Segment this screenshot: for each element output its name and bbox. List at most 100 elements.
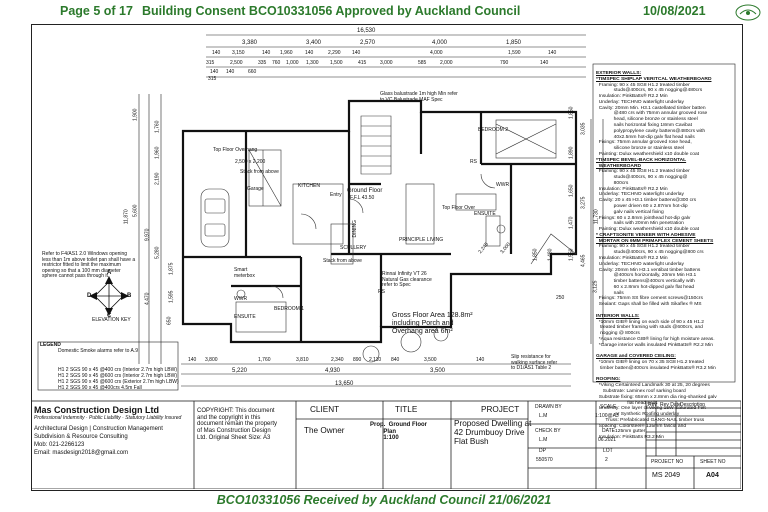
- dim-bottom-overall: 13,650: [335, 381, 354, 387]
- spec-line: treated timber framing with studs @600cr…: [596, 325, 703, 331]
- spec-line: *TIMSPEC SHIPLAP VERITCAL WEATHERBOARD: [596, 76, 712, 82]
- spec-line: *Viking Certainteed Landmark 30 at 25, 2…: [596, 383, 710, 389]
- spec-line: *Garage interior walls insulated PinkBat…: [596, 342, 713, 348]
- dim-top-r3: 315: [206, 60, 215, 66]
- dim-top-1: 3,380: [242, 40, 258, 46]
- spec-line: timber batten@400crs insulated PinkBatts…: [596, 365, 716, 371]
- rev-heading: Rev: [648, 402, 657, 408]
- dim-top-r3: 1,300: [306, 60, 319, 66]
- spec-line: *TIMSPEC BEVEL-BACK HORIZONTAL: [596, 157, 687, 163]
- note-gross-floor-area: Gross Floor Area 128.8m² including Porch…: [392, 312, 473, 335]
- spec-line: Substrate: Laminex roof sarking board: [596, 388, 686, 394]
- check-by: L.M: [539, 437, 548, 443]
- dim-top-r3: 335: [258, 60, 267, 66]
- dim-top-r3: 760: [272, 60, 281, 66]
- dim-diagonal: 1,480: [547, 248, 554, 262]
- room-top-floor-overhang: Top Floor Overhang: [213, 147, 258, 153]
- room-dining: DINING: [351, 220, 358, 238]
- spec-line: nails with 20mm Min penetration: [596, 221, 684, 227]
- spec-line: Cavity: 20mm Min H3.1 ventibat timber ba…: [596, 267, 701, 273]
- spec-line: Insulation: PinkBatts® R2.2 Min: [596, 256, 668, 261]
- spec-line: or Synthetic Roofing underlay: [596, 412, 680, 418]
- spec-line: 800crs: [596, 180, 629, 186]
- dim-left-inner: 1,760: [154, 120, 161, 134]
- dim-right: 4,465: [580, 254, 587, 268]
- dim-top-r2: 140: [262, 50, 271, 56]
- dim-right: 1,850: [568, 106, 575, 120]
- company-name: Mas Construction Design Ltd: [34, 405, 160, 415]
- room-rs-2: RS: [378, 289, 385, 295]
- spec-line: *10mm GIB® lining on 70 x 35 SG8 H1.2 tr…: [596, 360, 704, 366]
- room-top-floor-over: Top Floor Over: [442, 205, 476, 211]
- dim-bottom-2: 4,930: [325, 368, 341, 374]
- spec-line: * CRAFTSONITE VENEER WITH ADHESIVE: [596, 232, 696, 238]
- spec-line: @480 crs with 75mm annular grooved rose: [596, 111, 708, 117]
- dim-left-inner: 5,280: [154, 246, 161, 260]
- rev-date-heading: Rev Date: [660, 402, 681, 408]
- elevation-key-label: ELEVATION KEY: [92, 317, 131, 323]
- drawing-title: Prop. Ground Floor Plan 1:100: [370, 422, 427, 442]
- company-services-1: Architectural Design | Construction Mana…: [34, 426, 163, 432]
- consent-title: Building Consent BCO10331056 Approved by…: [142, 4, 521, 18]
- dim-top-r3: 2,000: [440, 60, 453, 66]
- client-heading: CLIENT: [310, 405, 340, 414]
- dim-top-r3: 790: [500, 60, 509, 66]
- spec-line: MORTAR ON 9MM PRIMAFLEX CEMENT SHEETS: [596, 238, 714, 244]
- dim-bottom: 840: [391, 357, 400, 363]
- spec-line: 125mm gutter: [596, 429, 646, 435]
- dim-bottom: 3,500: [424, 357, 437, 363]
- spec-line: 60 x 2.8mm hot-dipped galv flat head: [596, 284, 695, 290]
- dim-top-3: 2,570: [360, 40, 376, 46]
- elev-key-d: D: [87, 293, 92, 299]
- spec-line: Substrate fixing: 65mm x 2.8mm dia ring-…: [596, 394, 717, 400]
- dim-top-r2: 1,590: [508, 50, 521, 56]
- note-gas: Rinnai Infinity VT 26 Natural Gas cleara…: [382, 271, 432, 289]
- spec-line: head, silicone bronze or stainless steel: [596, 117, 698, 123]
- dim-top-r2: 140: [305, 50, 314, 56]
- room-bedroom-1: BEDROOM 1: [274, 306, 305, 312]
- spec-line: Spacing: Colorsteel® 135mm fascia and: [596, 423, 687, 429]
- spec-line: Insulation: PinkBatts® R2.2 Min: [596, 186, 668, 192]
- lot-heading: LOT: [603, 448, 613, 454]
- project-number: MS 2049: [652, 472, 681, 479]
- dim-bottom: 140: [476, 357, 485, 363]
- dim-right: 1,890: [568, 146, 575, 160]
- spec-line: Underlay: TECHNO waterlight underlay: [596, 261, 684, 267]
- dim-bottom-2: 3,500: [430, 368, 446, 374]
- room-garage-dim: 2,500 x 2,200: [235, 159, 266, 165]
- dim-top-4: 4,000: [432, 40, 448, 46]
- spec-line: Underlay: One layer of Viking 15W Satura…: [596, 406, 706, 412]
- dim-top-2: 3,400: [306, 40, 322, 46]
- project-no-heading: PROJECT NO: [651, 459, 684, 465]
- spec-line: Sealant: Gaps shall be filled with Sikaf…: [596, 302, 702, 308]
- dim-top-r3: 1,500: [330, 60, 343, 66]
- room-rs: RS: [470, 159, 477, 165]
- spec-line: nails: [596, 290, 624, 296]
- dim-left: 4,470: [144, 292, 151, 306]
- spec-line: @400crs horizontally, 20mm Min H3.1: [596, 273, 697, 279]
- room-ensuite-2: ENSUITE: [234, 314, 256, 320]
- room-wwr-2: WWR: [234, 296, 248, 302]
- dim-left-inner: 650: [166, 316, 173, 325]
- dim-top-r3: 3,000: [380, 60, 393, 66]
- dim-bottom: 3,800: [205, 357, 218, 363]
- dim-top-r2: 140: [212, 50, 221, 56]
- room-kitchen: KITCHEN: [298, 183, 320, 189]
- dim-right: 1,650: [568, 184, 575, 198]
- dim-left: 9,970: [144, 228, 151, 242]
- spec-line: Underlay: TECHNO waterlight underlay: [596, 192, 684, 198]
- spec-line: Fixings: 75mm annular grooved rose head,: [596, 140, 692, 146]
- dim-top-r2: 140: [352, 50, 361, 56]
- company-mobile: Mob: 021-2266123: [34, 442, 85, 448]
- dim-bottom: 140: [188, 357, 197, 363]
- consent-date: 10/08/2021: [643, 4, 706, 18]
- spec-line: Cavity: 20mm Min. H3.1 castellated timbe…: [596, 105, 706, 111]
- spec-line: Insulation: PinkBatts® R2.2 Min: [596, 94, 668, 100]
- dim-top-r4: 140: [226, 69, 235, 75]
- dim-left-inner: 1,875: [168, 262, 175, 276]
- room-ground-floor: Ground Floor: [347, 188, 383, 194]
- legend-title: LEGEND: [40, 342, 61, 348]
- room-principle-living: PRINCIPLE LIVING: [399, 237, 444, 243]
- dim-top-r3: 415: [358, 60, 367, 66]
- sheet-no-heading: SHEET NO: [700, 459, 726, 465]
